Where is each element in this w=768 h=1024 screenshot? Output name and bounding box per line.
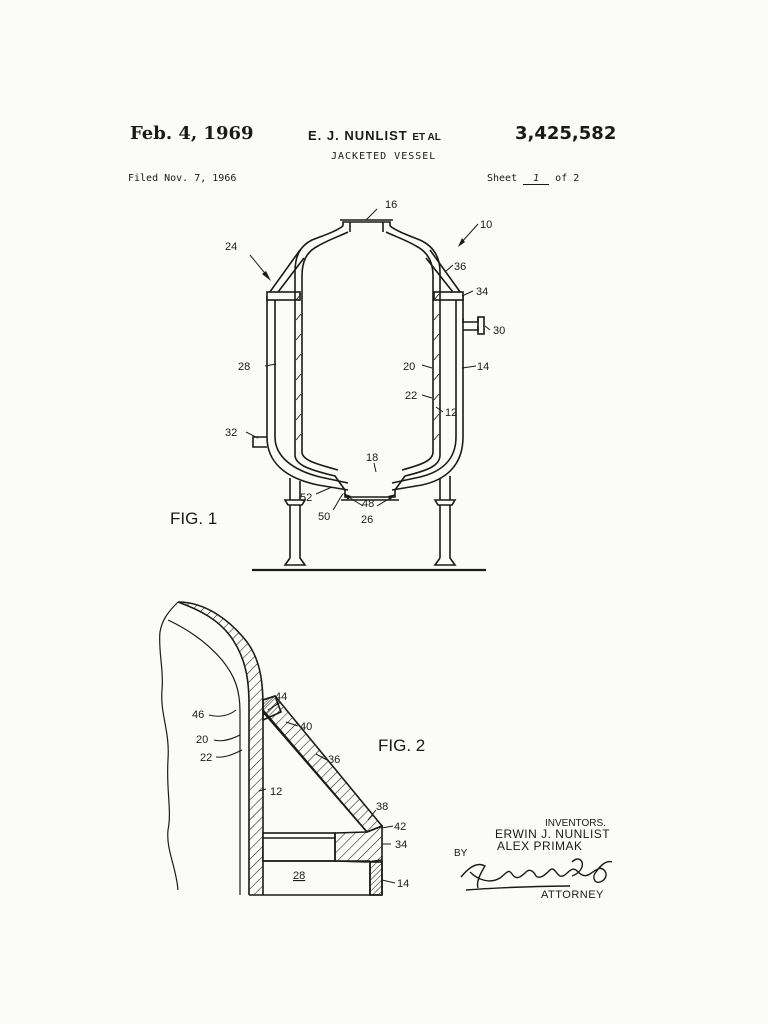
ref-28-fig2: 28 — [293, 870, 305, 882]
cone-36 — [262, 695, 384, 833]
inner-vessel — [294, 225, 441, 491]
ref-42: 42 — [394, 821, 406, 833]
ref-50: 50 — [318, 511, 330, 523]
sheet-number: 1 — [523, 173, 550, 185]
fig1-drawing — [245, 208, 491, 572]
ref-34-fig2: 34 — [395, 839, 407, 851]
fig2-label: FIG. 2 — [378, 736, 425, 755]
fig2-drawing — [158, 601, 396, 896]
ring-34-section — [334, 824, 383, 863]
ref-40: 40 — [300, 721, 312, 733]
ref-16: 16 — [385, 199, 397, 211]
ref-28: 28 — [238, 361, 250, 373]
left-leg — [283, 478, 307, 566]
sheet-prefix: Sheet — [487, 173, 518, 184]
attorney-signature — [460, 858, 613, 891]
break-line — [158, 601, 179, 891]
patent-title: JACKETED VESSEL — [331, 151, 437, 162]
ref-52: 52 — [300, 492, 312, 504]
inventor-header: E. J. NUNLIST ET AL — [308, 128, 441, 143]
ref-12-fig2: 12 — [270, 786, 282, 798]
ref-46: 46 — [192, 709, 204, 721]
ref-14: 14 — [477, 361, 489, 373]
inventor-name: E. J. NUNLIST — [308, 128, 408, 143]
attorney-label: ATTORNEY — [541, 889, 604, 901]
inventor-2: ALEX PRIMAK — [497, 839, 583, 853]
ref-20: 20 — [403, 361, 415, 373]
jacket-cone — [266, 249, 464, 297]
ref-22: 22 — [405, 390, 417, 402]
ref-20-fig2: 20 — [196, 734, 208, 746]
patent-number: 3,425,582 — [515, 123, 617, 144]
outer-jacket — [266, 296, 464, 491]
ref-48: 48 — [362, 498, 374, 510]
sheet-suffix: of 2 — [555, 173, 580, 184]
ref-30: 30 — [493, 325, 505, 337]
et-al: ET AL — [412, 132, 441, 143]
ref-12: 12 — [445, 407, 457, 419]
inventors-label: INVENTORS. — [545, 818, 606, 829]
fig1-hatching — [295, 293, 440, 441]
ref-36-fig2: 36 — [328, 754, 340, 766]
fig2-labels: 44 46 40 20 22 36 12 38 42 34 28 14 FIG.… — [192, 691, 425, 890]
ref-22-fig2: 22 — [200, 752, 212, 764]
ref-38: 38 — [376, 801, 388, 813]
filed-date: Filed Nov. 7, 1966 — [128, 173, 237, 184]
fig1-label: FIG. 1 — [170, 509, 217, 528]
ref-14-fig2: 14 — [397, 878, 409, 890]
ref-44: 44 — [275, 691, 287, 703]
ref-24: 24 — [225, 241, 237, 253]
ref-26: 26 — [361, 514, 373, 526]
ref-36: 36 — [454, 261, 466, 273]
fig1-labels: 16 10 24 36 34 30 28 20 14 22 12 32 18 5… — [170, 199, 505, 528]
sheet-indicator: Sheet 1 of 2 — [487, 173, 579, 185]
ref-32: 32 — [225, 427, 237, 439]
inventor-1: ERWIN J. NUNLIST — [495, 827, 611, 841]
ref-10: 10 — [480, 219, 492, 231]
patent-date: Feb. 4, 1969 — [130, 123, 254, 144]
right-leg — [433, 476, 457, 566]
ref-34: 34 — [476, 286, 488, 298]
by-label: BY — [454, 848, 468, 859]
ref-18: 18 — [366, 452, 378, 464]
